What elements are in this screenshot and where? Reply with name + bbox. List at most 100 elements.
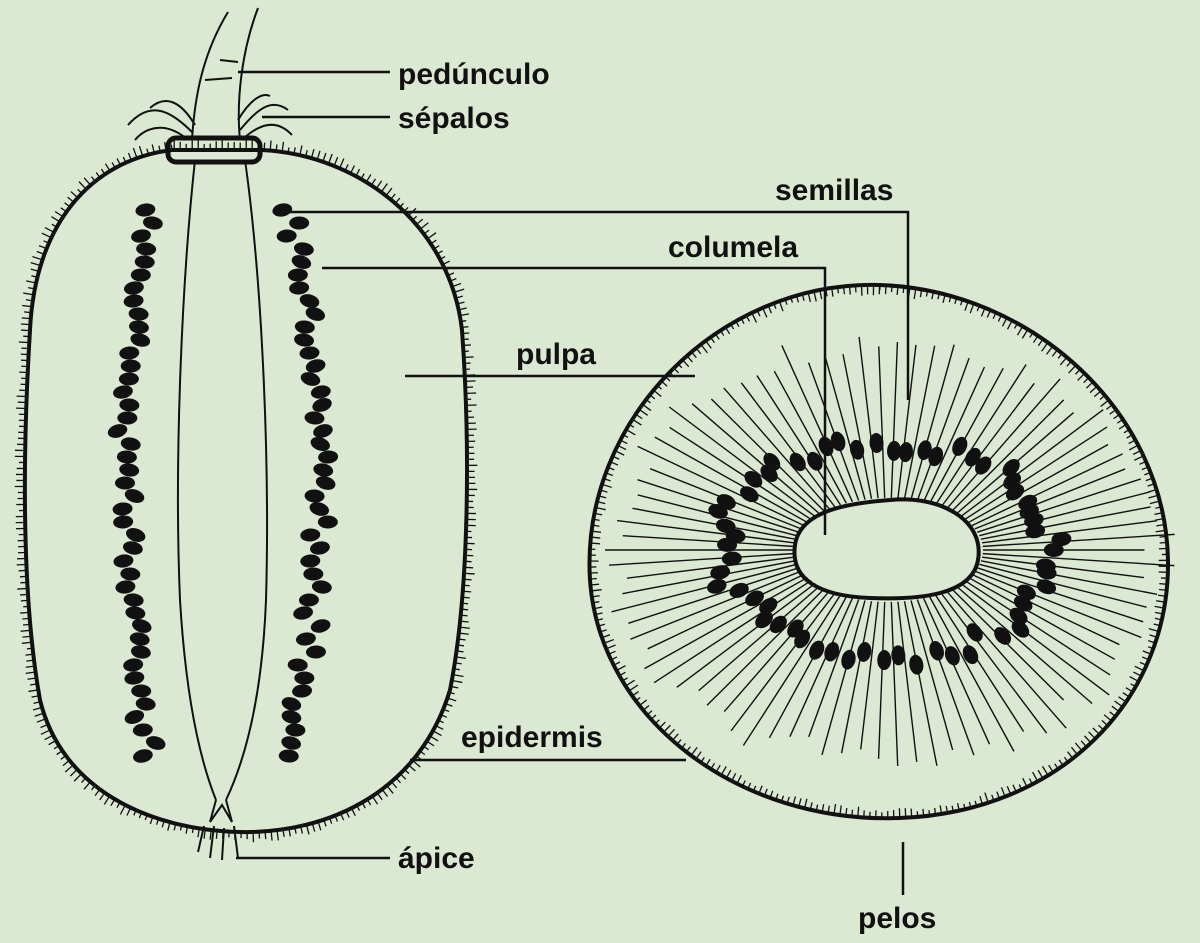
seed — [715, 518, 736, 534]
seed — [917, 440, 932, 461]
seed — [289, 216, 310, 230]
seed — [123, 294, 144, 308]
seed — [887, 440, 902, 461]
seed — [300, 554, 321, 568]
label-apex: ápice — [398, 842, 475, 875]
seed — [304, 411, 325, 425]
seed — [294, 320, 315, 334]
seed — [929, 641, 944, 661]
longitudinal-columella — [176, 159, 269, 861]
labels: pedúnculo sépalos semillas columela pulp… — [398, 58, 936, 935]
seed — [278, 749, 299, 763]
seed — [124, 281, 144, 295]
seed — [759, 597, 778, 615]
seed — [131, 645, 151, 659]
longitudinal-hairs — [14, 139, 478, 843]
seed — [716, 494, 736, 510]
seed — [944, 646, 960, 666]
seed — [710, 565, 731, 580]
seed — [909, 654, 924, 675]
seed — [123, 658, 144, 672]
seed — [281, 736, 301, 750]
seed — [119, 463, 140, 477]
seed — [126, 528, 146, 542]
label-seeds: semillas — [775, 174, 893, 207]
seed — [272, 203, 293, 217]
seed — [318, 450, 339, 464]
seed — [125, 606, 146, 620]
seed — [119, 398, 140, 412]
seed — [123, 541, 143, 555]
seed — [299, 294, 320, 308]
longitudinal-section — [14, 7, 478, 861]
seed — [298, 593, 319, 607]
seed — [721, 551, 742, 566]
seed — [300, 372, 321, 386]
longitudinal-seeds — [107, 203, 339, 763]
label-sepals: sépalos — [398, 102, 510, 135]
seed — [134, 255, 155, 269]
seed — [116, 450, 137, 464]
seed — [128, 307, 149, 321]
seed — [740, 486, 759, 503]
seed — [135, 697, 156, 711]
seed — [119, 346, 140, 360]
cross-section — [587, 282, 1175, 821]
leader-lines — [236, 70, 910, 895]
seed — [928, 446, 944, 467]
seed — [966, 623, 983, 642]
cross-radial-lines — [605, 336, 1175, 767]
seed — [1051, 532, 1072, 547]
seed — [952, 436, 968, 456]
seed — [292, 684, 313, 698]
seed — [975, 456, 992, 475]
seed — [877, 650, 892, 671]
cross-epidermis — [587, 282, 1171, 821]
seed — [755, 611, 773, 629]
seed — [707, 578, 727, 594]
seed — [113, 515, 134, 529]
seed — [891, 645, 906, 666]
seed — [132, 619, 152, 633]
seed — [310, 619, 331, 633]
seed — [124, 710, 145, 724]
seed — [824, 642, 840, 662]
seed — [115, 580, 136, 594]
seed — [131, 229, 151, 243]
seed — [310, 437, 330, 451]
seed — [744, 471, 763, 488]
seed — [898, 442, 913, 463]
seed — [729, 582, 749, 598]
seed — [787, 619, 804, 638]
seed — [809, 640, 825, 660]
seed — [1036, 565, 1057, 580]
cross-seeds — [707, 431, 1072, 675]
seed — [1011, 620, 1030, 638]
label-pulp: pulpa — [516, 338, 596, 371]
seed — [114, 476, 135, 490]
seed — [107, 424, 128, 438]
seed — [869, 433, 884, 453]
seed — [310, 541, 330, 555]
seed — [124, 489, 145, 503]
seed — [305, 359, 326, 373]
seed — [136, 242, 157, 256]
seed — [1036, 579, 1057, 595]
seed — [317, 515, 338, 529]
seed — [281, 697, 302, 711]
seed — [120, 567, 141, 581]
seed — [287, 268, 308, 282]
seed — [129, 320, 149, 334]
seed — [113, 554, 134, 568]
seed — [303, 567, 324, 581]
seed — [309, 502, 330, 516]
seed — [789, 452, 806, 472]
seed — [769, 615, 787, 634]
seed — [965, 447, 981, 467]
seed — [112, 502, 133, 516]
seed — [118, 372, 139, 386]
seed — [133, 749, 153, 763]
seed — [312, 398, 332, 412]
seed — [1009, 607, 1028, 625]
seed — [131, 684, 152, 698]
